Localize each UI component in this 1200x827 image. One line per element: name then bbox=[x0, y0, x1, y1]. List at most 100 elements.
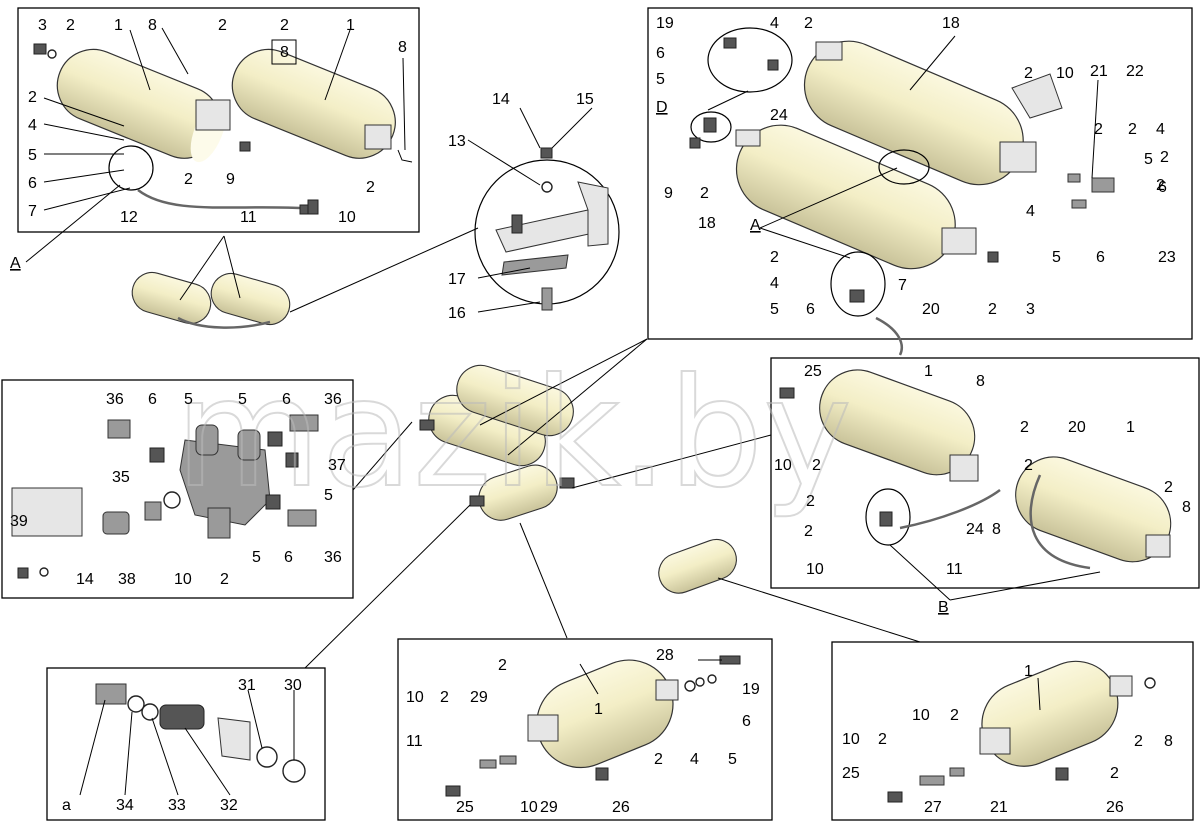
callout-label: 2 bbox=[366, 179, 375, 196]
callout-label: 5 bbox=[728, 751, 737, 768]
callout-label: 32 bbox=[220, 797, 238, 814]
fitting bbox=[469, 495, 485, 507]
air-tank bbox=[981, 660, 1119, 767]
callout-label: 33 bbox=[168, 797, 186, 814]
nut bbox=[265, 494, 281, 510]
hose bbox=[1029, 474, 1091, 570]
callout-label: 2 bbox=[988, 301, 997, 318]
callout-label: 2 bbox=[184, 171, 193, 188]
callout-label: 5 bbox=[28, 147, 37, 164]
air-tank bbox=[819, 369, 976, 476]
callout-label: 25 bbox=[804, 363, 822, 380]
hose bbox=[899, 488, 1001, 530]
plate bbox=[217, 717, 251, 761]
detail-circle-b bbox=[865, 488, 911, 546]
callout-label: 10 bbox=[174, 571, 192, 588]
callout-label: 2 bbox=[1164, 479, 1173, 496]
hose bbox=[875, 316, 903, 356]
callout-label: 20 bbox=[1068, 419, 1086, 436]
bolt bbox=[541, 287, 553, 311]
callout-label: 16 bbox=[448, 305, 466, 322]
callout-label: 1 bbox=[1126, 419, 1135, 436]
callout-label: 6 bbox=[806, 301, 815, 318]
fitting bbox=[33, 43, 47, 55]
plug bbox=[1055, 767, 1069, 781]
ring bbox=[684, 680, 696, 692]
callout-label: 9 bbox=[664, 185, 673, 202]
callout-label: 5 bbox=[238, 391, 247, 408]
callout-label: 7 bbox=[898, 277, 907, 294]
callout-label: 5 bbox=[1144, 151, 1153, 168]
callouts-panel-4: 36 6 5 5 6 36 35 37 5 39 14 38 10 2 5 6 … bbox=[10, 391, 346, 588]
callout-label: 2 bbox=[1024, 457, 1033, 474]
callouts-panel-7: 28 19 1 2 10 2 29 11 25 10 29 2 4 5 6 26 bbox=[406, 647, 760, 816]
plate bbox=[501, 254, 569, 276]
panel-frame bbox=[831, 641, 1194, 821]
callout-label: 29 bbox=[470, 689, 488, 706]
panel-frame bbox=[1, 379, 354, 599]
callout-label: 2 bbox=[28, 89, 37, 106]
callout-label: 6 bbox=[742, 713, 751, 730]
callout-label: 1 bbox=[594, 701, 603, 718]
tank-bracket bbox=[735, 129, 761, 147]
elbow-fitting bbox=[779, 387, 795, 399]
pressure-sensor bbox=[95, 683, 127, 705]
callout-label: 18 bbox=[942, 15, 960, 32]
hose bbox=[177, 316, 271, 329]
panel-frame bbox=[17, 7, 420, 233]
panel-bottom-center bbox=[397, 638, 773, 821]
callout-label: 4 bbox=[770, 275, 779, 292]
valve-body bbox=[179, 439, 271, 526]
tank-bracket bbox=[979, 727, 1011, 755]
fitting bbox=[1067, 173, 1081, 183]
callout-label: 6 bbox=[1158, 179, 1167, 196]
callout-label: 5 bbox=[184, 391, 193, 408]
tank-bracket bbox=[815, 41, 843, 61]
callout-label: 6 bbox=[1096, 249, 1105, 266]
callout-label: 26 bbox=[1106, 799, 1124, 816]
callout-label: 4 bbox=[1156, 121, 1165, 138]
callout-label: 10 bbox=[406, 689, 424, 706]
bolt bbox=[17, 567, 29, 579]
fitting bbox=[949, 767, 965, 777]
detail-box bbox=[271, 39, 297, 65]
tee-fitting bbox=[159, 704, 205, 730]
callout-label: 38 bbox=[118, 571, 136, 588]
callout-label: 1 bbox=[346, 17, 355, 34]
callout-label: 2 bbox=[1160, 149, 1169, 166]
callouts-panel-2: 14 15 13 17 16 bbox=[448, 91, 594, 322]
air-tank bbox=[658, 538, 737, 594]
elbow-fitting bbox=[887, 791, 903, 803]
callout-label: 8 bbox=[148, 17, 157, 34]
fitting bbox=[559, 477, 575, 489]
callout-label: 2 bbox=[806, 493, 815, 510]
callout-label: 36 bbox=[324, 391, 342, 408]
valve-cap bbox=[237, 429, 261, 461]
callout-label: 8 bbox=[992, 521, 1001, 538]
callout-label: 19 bbox=[742, 681, 760, 698]
callout-label: 2 bbox=[812, 457, 821, 474]
tank-bracket bbox=[949, 454, 979, 482]
callout-label: 11 bbox=[406, 733, 423, 750]
callout-label: 10 bbox=[912, 707, 930, 724]
callout-label: 10 bbox=[842, 731, 860, 748]
callout-label: 13 bbox=[448, 133, 466, 150]
callouts-panel-8: 1 10 2 10 2 2 8 25 27 21 2 26 bbox=[842, 663, 1173, 816]
nut bbox=[267, 431, 283, 447]
callout-label: 8 bbox=[976, 373, 985, 390]
detail-circle-a bbox=[830, 251, 886, 317]
panel-frame bbox=[46, 667, 326, 821]
fitting bbox=[689, 137, 701, 149]
ring bbox=[141, 703, 159, 721]
washer bbox=[47, 49, 57, 59]
callout-label: 2 bbox=[878, 731, 887, 748]
fitting bbox=[703, 117, 717, 133]
callout-label: 10 bbox=[806, 561, 824, 578]
ring bbox=[695, 677, 705, 687]
hose bbox=[137, 189, 301, 210]
panel-right-middle bbox=[770, 357, 1200, 589]
callout-label: 5 bbox=[1052, 249, 1061, 266]
valve-port bbox=[207, 507, 231, 539]
fitting bbox=[987, 251, 999, 263]
